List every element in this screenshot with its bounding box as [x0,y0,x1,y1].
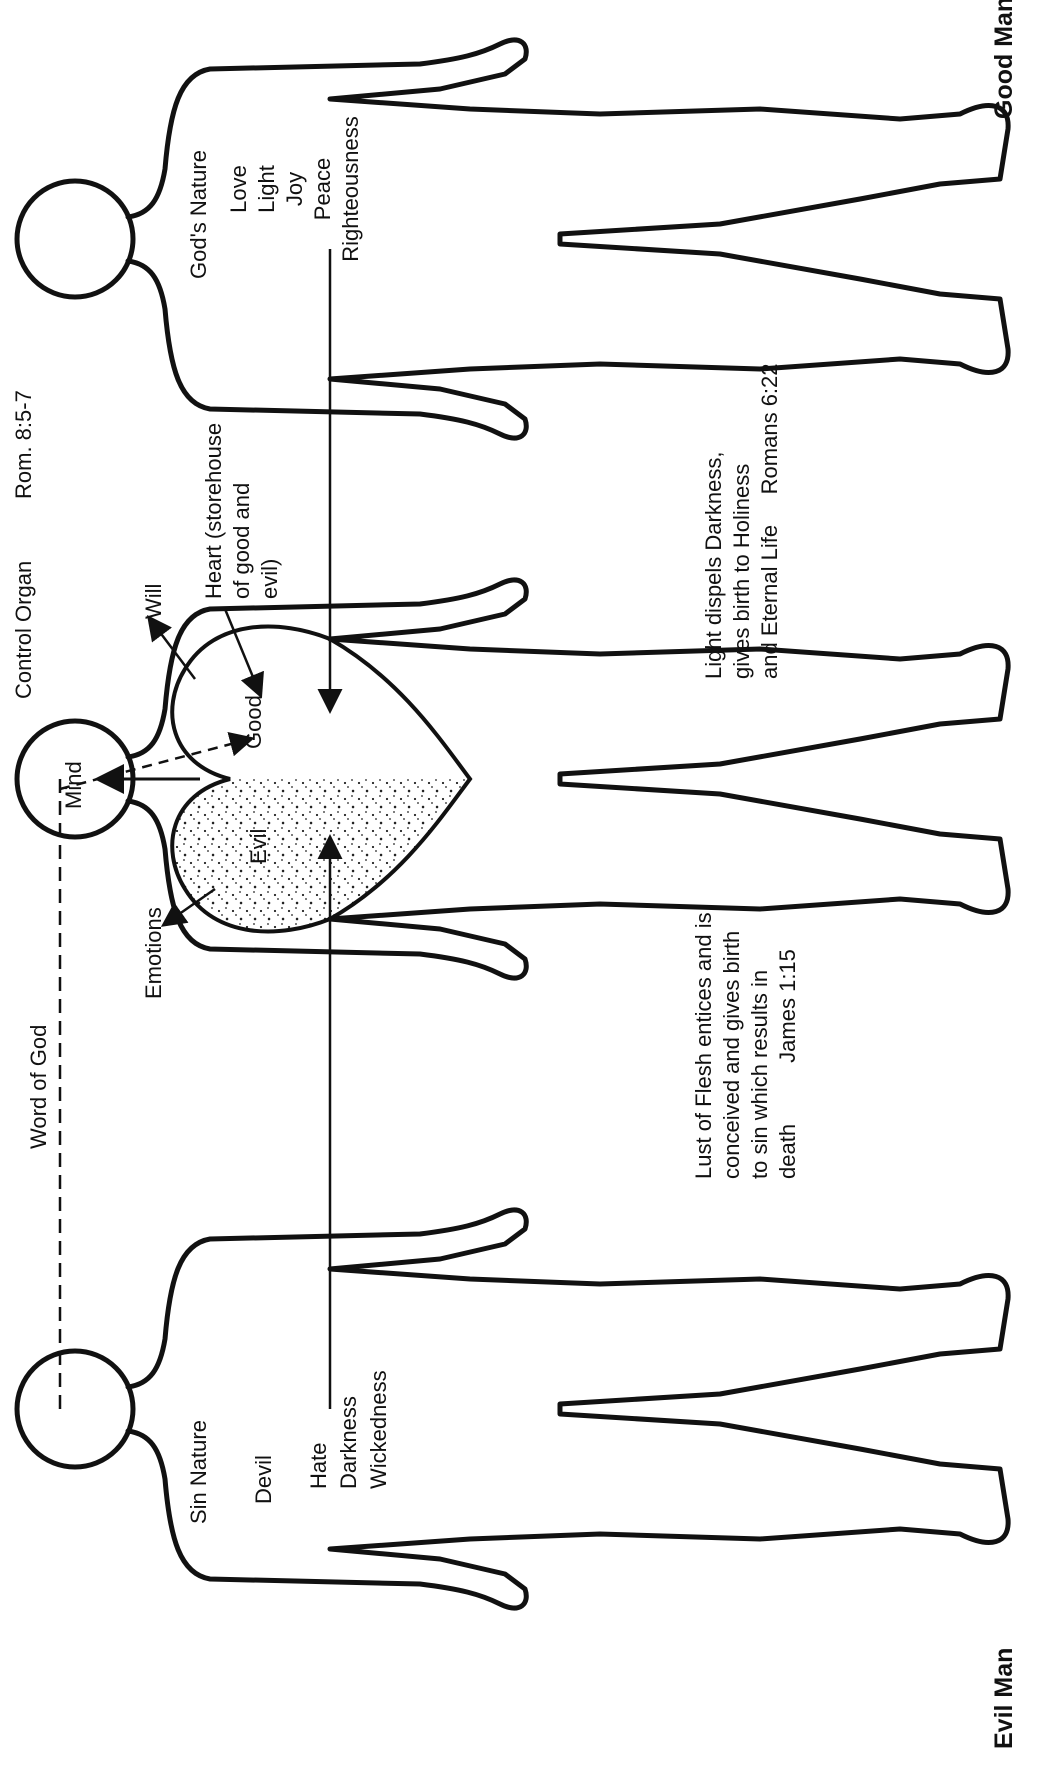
heart-label-line-1: Heart (storehouse [200,423,228,599]
devil-label: Devil [250,1455,278,1504]
evil-man-figure-head [17,1351,133,1467]
emotions-label: Emotions [140,907,168,999]
hate-label: Hate [305,1443,333,1489]
lust-note-line-1: Lust of Flesh entices and is [690,912,718,1179]
love-label: Love [225,79,253,299]
control-ref-label: Rom. 8:5-7 [10,390,38,499]
sin-nature-label: Sin Nature [185,1420,213,1524]
peace-label: Peace [309,79,337,299]
joy-label: Joy [281,79,309,299]
good-man-caption: Good Man [990,0,1018,119]
light-note-line-2: gives birth to Holiness [728,464,756,679]
light-label: Light [253,79,281,299]
good-man-figure [17,40,1008,438]
heart-label-line-2: of good and [228,483,256,599]
evil-man-figure-outline [128,1210,1008,1608]
lust-note-line-3: to sin which results in [746,970,774,1179]
will-label: Will [140,584,168,619]
righteousness-label: Righteousness [337,79,365,299]
word-of-god-label: Word of God [25,1025,53,1149]
heart-label-arrow [225,609,260,694]
control-organ-label: Control Organ [10,561,38,699]
evil-man-caption: Evil Man [990,1648,1018,1749]
gods-nature-label: God's Nature [185,150,213,279]
evil-man-figure [17,1210,1008,1608]
light-note-line-3: and Eternal Life Romans 6:22 [756,363,784,679]
heart-label-line-3: evil) [256,559,284,599]
lust-note-line-4: death James 1:15 [774,949,802,1179]
good-label: Good [240,695,268,749]
wickedness-label: Wickedness [365,1370,393,1489]
will-arrow [150,619,195,679]
light-note-line-1: Light dispels Darkness, [700,452,728,679]
darkness-label: Darkness [335,1396,363,1489]
good-man-figure-head [17,181,133,297]
mind-label: Mind [60,761,88,809]
heart-shape [172,627,470,932]
evil-label: Evil [245,829,273,864]
heart-evil-half [172,779,470,931]
lust-note-line-2: conceived and gives birth [718,931,746,1179]
